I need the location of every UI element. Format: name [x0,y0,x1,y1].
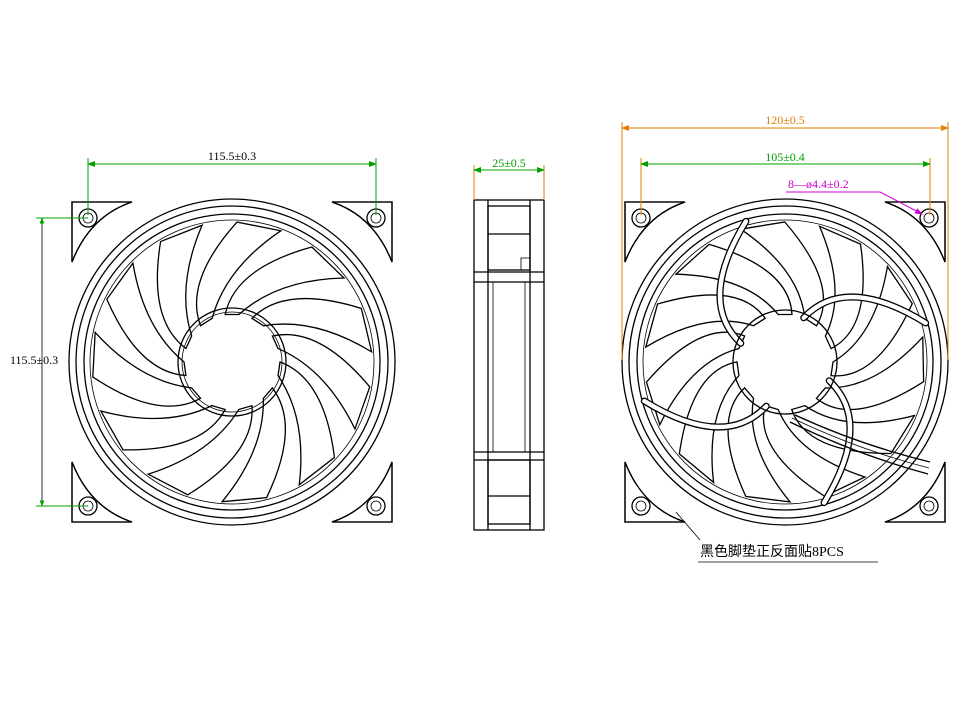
rear-hole-spacing-dim: 105±0.4 [765,150,805,164]
mounting-hole-inner [923,212,935,224]
mounting-corner-outline [884,201,946,263]
fan-blade [106,261,187,377]
fan-blade [815,335,925,411]
fan-blade [674,243,793,316]
mounting-hole-inner [370,500,382,512]
fan-blade [146,404,253,496]
fan-rear-view-icon [621,198,949,526]
fan-front-view-icon [68,198,396,526]
fan-blade [678,361,740,484]
frame-strut-fill [801,294,928,326]
front-width-dim: 115.5±0.3 [208,149,256,163]
rear-overall-dim: 120±0.5 [765,113,805,127]
mounting-hole [919,208,939,228]
mounting-corner [331,461,393,523]
fan-blade [271,333,371,431]
rear-dimensions [621,122,949,563]
fan-blade [220,386,286,503]
frame-strut [640,397,770,431]
mounting-hole [366,496,386,516]
mounting-corner [624,201,686,263]
mounting-corner [71,461,133,523]
mounting-corner [331,201,393,263]
fan-blade [830,264,913,377]
front-height-dim: 115.5±0.3 [10,353,58,367]
fan-blade [727,386,792,503]
fan-blade [92,330,202,407]
mounting-hole [919,496,939,516]
frame-strut-fill [717,219,749,346]
fan-blade [224,246,346,316]
mounting-corner [884,201,946,263]
frame-strut [716,217,750,347]
foot-pad-note: 黑色脚垫正反面贴8PCS [700,543,844,560]
front-dimensions [36,158,377,507]
frame-strut-fill [642,398,769,430]
fan-blade [277,361,336,487]
mounting-hole-inner [923,500,935,512]
rear-holes-dim: 8—ø4.4±0.2 [788,177,849,191]
fan-blade [250,297,373,354]
mounting-corner [624,461,686,523]
mounting-corner-outline [624,201,686,263]
fan-side-view-icon [473,199,545,531]
mounting-corner-outline [331,461,393,523]
mounting-hole [631,496,651,516]
mounting-corner-outline [884,461,946,523]
frame-strut-fill [821,378,853,505]
mounting-corner-outline [624,461,686,523]
mounting-corner-outline [331,201,393,263]
side-thickness-dim: 25±0.5 [492,156,526,170]
mounting-corner-outline [71,201,133,263]
fan-blade [644,294,767,349]
fan-blade [156,224,204,350]
side-dimensions [473,165,545,200]
fan-blade [195,221,283,327]
fan-blade [99,404,227,451]
mounting-corner-outline [71,461,133,523]
fan-blade [645,331,746,427]
mounting-hole-inner [635,500,647,512]
mounting-corner [71,201,133,263]
